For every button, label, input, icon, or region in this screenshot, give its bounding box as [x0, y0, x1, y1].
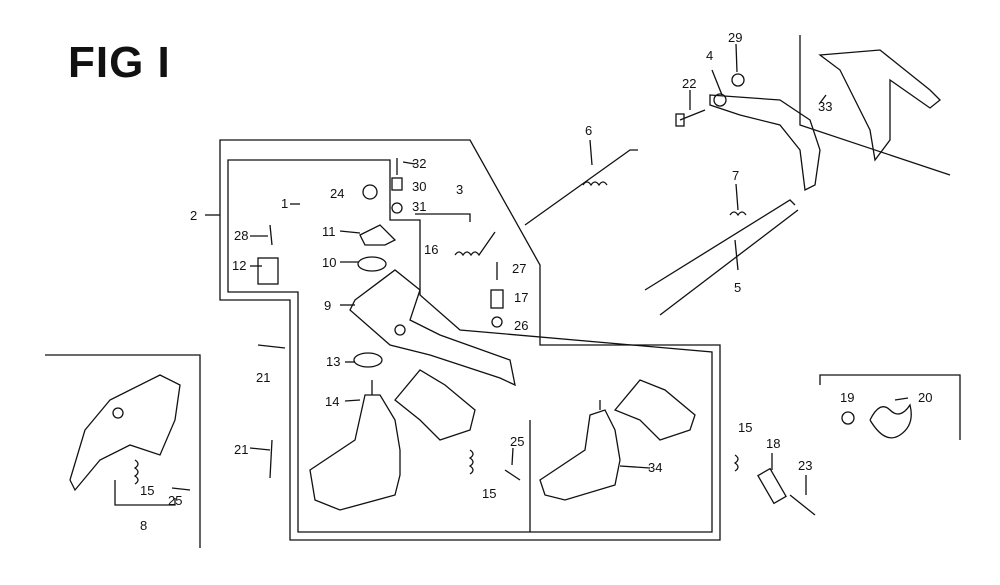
- spring-15-center: [468, 449, 474, 475]
- washer-13: [353, 352, 383, 368]
- callout-6: 6: [585, 123, 592, 138]
- callout-29: 29: [728, 30, 742, 45]
- callout-23: 23: [798, 458, 812, 473]
- inset-chain: [819, 374, 961, 440]
- throttle-rod-6: [524, 149, 638, 226]
- callout-16: 16: [424, 242, 438, 257]
- nut-24: [362, 184, 378, 200]
- bolt-22-head: [675, 113, 685, 127]
- callout-30: 30: [412, 179, 426, 194]
- leader-3: [415, 213, 471, 222]
- callout-18: 18: [766, 436, 780, 451]
- callout-14: 14: [325, 394, 339, 409]
- callout-2: 2: [190, 208, 197, 223]
- callout-34: 34: [648, 460, 662, 475]
- callout-27: 27: [512, 261, 526, 276]
- callout-25-center: 25: [510, 434, 524, 449]
- spring-15-right: [733, 454, 739, 472]
- callout-11: 11: [322, 224, 336, 239]
- callout-20: 20: [918, 390, 932, 405]
- bracket-8: [114, 480, 176, 506]
- inset-top-right: [799, 35, 951, 176]
- callout-15-right: 15: [738, 420, 752, 435]
- callout-13: 13: [326, 354, 340, 369]
- bolt-21-lower: [269, 439, 273, 479]
- inset-bottom-left: [45, 354, 201, 548]
- callout-31: 31: [412, 199, 426, 214]
- clip-12: [257, 257, 279, 285]
- callout-5: 5: [734, 280, 741, 295]
- callout-4: 4: [706, 48, 713, 63]
- lever-assembly-8: [69, 374, 181, 492]
- washer-26: [491, 316, 503, 328]
- collar-30: [391, 177, 403, 191]
- callout-33: 33: [818, 99, 832, 114]
- callout-12: 12: [232, 258, 246, 273]
- governor-arm-33: [818, 49, 941, 162]
- nut-29: [731, 73, 745, 87]
- callout-22: 22: [682, 76, 696, 91]
- callout-8: 8: [140, 518, 147, 533]
- callout-19: 19: [840, 390, 854, 405]
- callout-1: 1: [281, 196, 288, 211]
- governor-arm-4: [709, 93, 821, 191]
- callout-21-upper: 21: [256, 370, 270, 385]
- collar-17: [490, 289, 504, 309]
- clip-19: [841, 411, 855, 425]
- callout-32: 32: [412, 156, 426, 171]
- callout-25-left: 25: [168, 493, 182, 508]
- governor-rods: [644, 199, 799, 316]
- bolt-21-upper: [257, 344, 286, 349]
- spring-16: [454, 231, 496, 257]
- collar-18: [757, 467, 787, 505]
- spring-15-left: [133, 459, 139, 485]
- callout-3: 3: [456, 182, 463, 197]
- washer-10: [357, 256, 387, 272]
- lever-11: [359, 224, 397, 246]
- callout-labels: 1 2 3 4 5 6 7 8 9 10 11 12 13 14 15 15 1…: [140, 30, 932, 533]
- callout-7: 7: [732, 168, 739, 183]
- washer-31: [391, 202, 403, 214]
- bolt-25-center: [504, 469, 521, 481]
- callout-26: 26: [514, 318, 528, 333]
- bolt-25-left: [171, 487, 191, 491]
- callout-17: 17: [514, 290, 528, 305]
- chain-20: [869, 403, 912, 439]
- callout-9: 9: [324, 298, 331, 313]
- screw-28: [269, 224, 273, 246]
- assembly-outline: [219, 139, 721, 541]
- callout-28: 28: [234, 228, 248, 243]
- callout-21-lower: 21: [234, 442, 248, 457]
- control-bracket-34: [539, 379, 696, 501]
- control-bracket-14: [309, 369, 476, 511]
- callout-15-center: 15: [482, 486, 496, 501]
- figure-title: FIG I: [68, 38, 171, 87]
- callout-24: 24: [330, 186, 344, 201]
- bolt-23: [789, 494, 816, 516]
- callout-10: 10: [322, 255, 336, 270]
- callout-15-left: 15: [140, 483, 154, 498]
- control-plate-9: [349, 269, 516, 387]
